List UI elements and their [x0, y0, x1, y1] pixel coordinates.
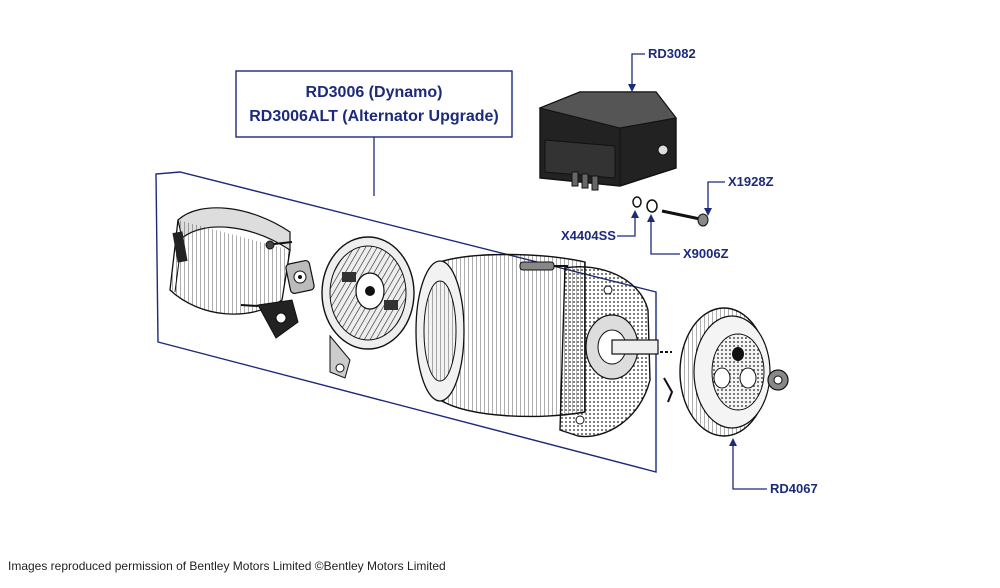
- label-rd3082[interactable]: RD3082: [628, 46, 696, 92]
- assembly-outline: [155, 171, 657, 473]
- title-box: RD3006 (Dynamo) RD3006ALT (Alternator Up…: [235, 70, 513, 196]
- label-rd4067[interactable]: RD4067: [729, 438, 818, 496]
- commutator-end-bracket: [321, 236, 415, 379]
- image-credit: Images reproduced permission of Bentley …: [8, 559, 446, 573]
- cover-band: [169, 207, 293, 315]
- regulator: [538, 91, 677, 191]
- cover-clip: [240, 299, 299, 339]
- part-label-rd3082: RD3082: [648, 46, 696, 61]
- part-label-x1928z: X1928Z: [728, 174, 774, 189]
- pulley: [660, 307, 789, 437]
- label-x4404ss[interactable]: X4404SS: [561, 210, 639, 243]
- drive-end-bracket: [559, 266, 659, 438]
- part-label-rd4067: RD4067: [770, 481, 818, 496]
- part-label-x9006z: X9006Z: [683, 246, 729, 261]
- brush-plate: [285, 259, 315, 295]
- label-x1928z[interactable]: X1928Z: [704, 174, 774, 216]
- label-x9006z[interactable]: X9006Z: [647, 214, 729, 261]
- dynamo-body: [415, 253, 586, 418]
- fixing-hardware: [632, 196, 709, 227]
- title-line-2: RD3006ALT (Alternator Upgrade): [249, 108, 499, 125]
- part-label-x4404ss: X4404SS: [561, 228, 616, 243]
- title-line-1: RD3006 (Dynamo): [306, 84, 443, 101]
